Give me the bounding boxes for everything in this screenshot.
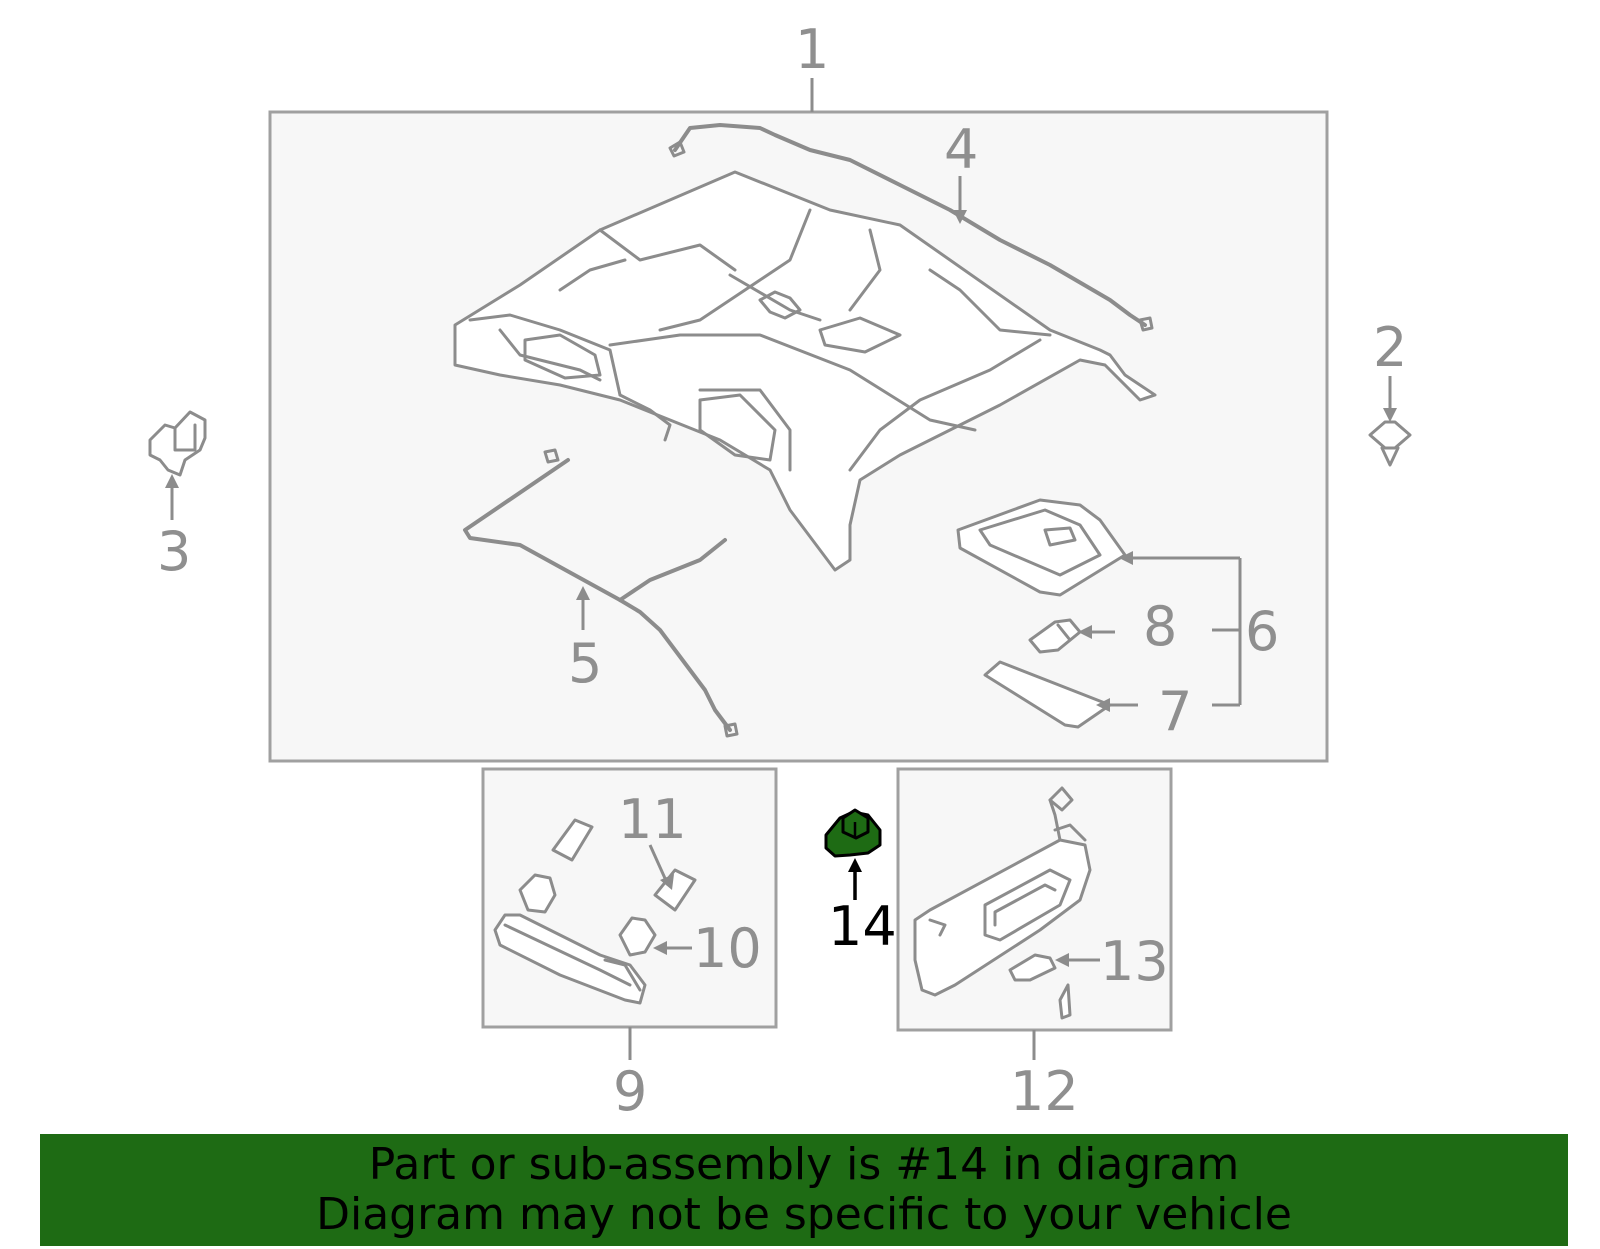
callout-8: 8	[1143, 595, 1177, 658]
dome-lamp-6	[956, 498, 1127, 597]
arrow-10	[653, 941, 667, 955]
retainer-3	[148, 410, 207, 477]
bracket-10	[618, 916, 657, 957]
callout-6: 6	[1245, 600, 1279, 663]
callout-11: 11	[618, 788, 687, 851]
callout-1: 1	[795, 18, 829, 81]
headliner-panel	[453, 170, 1157, 572]
arrow-13	[1055, 953, 1069, 967]
callout-9: 9	[613, 1060, 647, 1123]
callout-4: 4	[944, 118, 978, 181]
callout-5: 5	[568, 632, 602, 695]
banner-disclaimer: Diagram may not be specific to your vehi…	[316, 1189, 1292, 1240]
callout-12: 12	[1010, 1060, 1079, 1123]
arrow-8	[1078, 625, 1092, 639]
arrow-7	[1096, 698, 1110, 712]
arrow-2	[1383, 408, 1397, 422]
callout-13: 13	[1100, 930, 1169, 993]
callout-3: 3	[157, 520, 191, 583]
arrow-6	[1119, 551, 1133, 565]
wire-harness-5	[463, 448, 739, 738]
callout-14: 14	[828, 895, 897, 958]
banner-part-note: Part or sub-assembly is #14 in diagram	[368, 1139, 1240, 1190]
sun-visor-12	[913, 786, 1092, 1020]
wire-harness-4	[668, 123, 1154, 332]
assist-grip-9	[493, 818, 647, 1005]
info-banner: Part or sub-assembly is #14 in diagram D…	[40, 1134, 1568, 1246]
arrow-4	[953, 210, 967, 224]
arrow-14	[848, 858, 862, 872]
bulb-13	[1008, 953, 1057, 982]
clip-2	[1368, 420, 1412, 467]
holder-14-highlighted	[824, 808, 882, 858]
callout-2: 2	[1373, 316, 1407, 379]
callout-10: 10	[693, 917, 762, 980]
lens-7	[983, 660, 1112, 729]
callout-7: 7	[1158, 680, 1192, 743]
arrow-5	[576, 586, 590, 600]
arrow-3	[165, 474, 179, 488]
arrow-11	[660, 874, 674, 890]
